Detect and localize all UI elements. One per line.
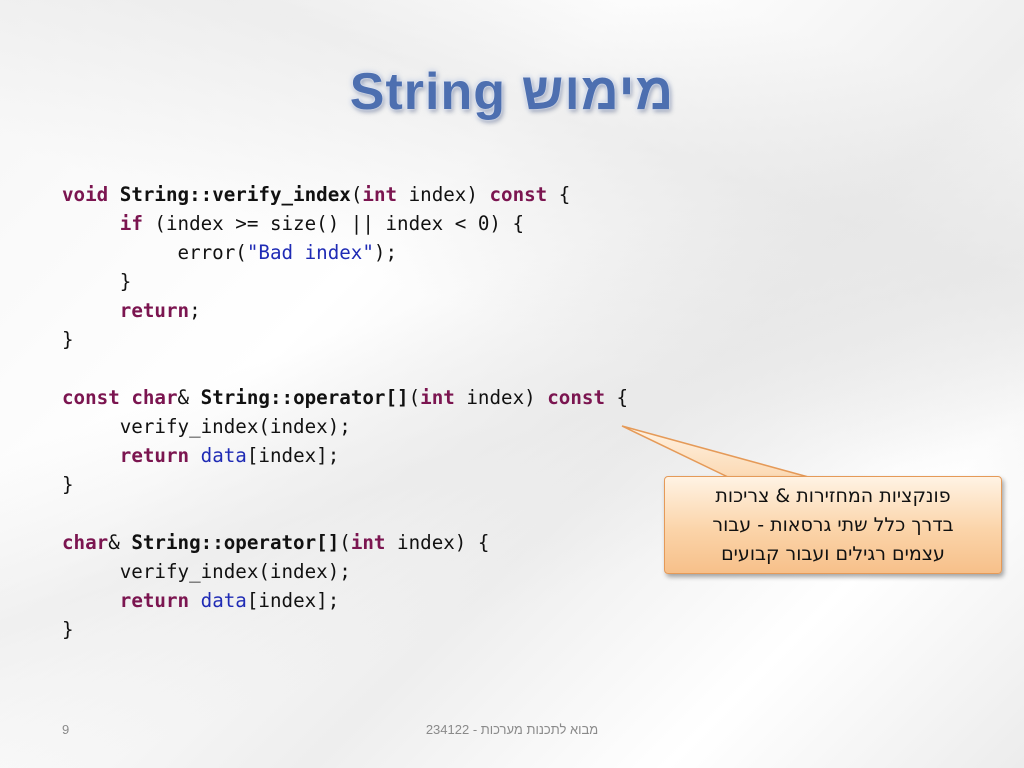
footer-course-title: מבוא לתכנות מערכות - 234122	[425, 722, 599, 737]
keyword: int	[362, 183, 398, 206]
code-line: }	[62, 328, 74, 351]
code-line: return data[index];	[62, 586, 628, 615]
code-text	[189, 444, 201, 467]
code-line: verify_index(index);	[62, 560, 351, 583]
code-text: &	[177, 386, 201, 409]
function-name: String::verify_index	[119, 183, 351, 206]
code-text: (	[339, 531, 351, 554]
code-line: }	[62, 473, 74, 496]
code-line: verify_index(index);	[62, 415, 351, 438]
callout-line: עצמים רגילים ועבור קבועים	[721, 543, 945, 565]
keyword: const	[62, 386, 120, 409]
slide-title: String מימוש	[349, 63, 675, 121]
code-text	[189, 589, 201, 612]
keyword: char	[131, 386, 178, 409]
function-name: String::operator[]	[131, 531, 340, 554]
member-name: data	[200, 444, 247, 467]
code-blank-line	[62, 354, 628, 383]
code-text: (	[408, 386, 421, 409]
function-name: String::operator[]	[200, 386, 409, 409]
code-text: {	[547, 183, 571, 206]
member-name: data	[200, 589, 247, 612]
code-line: const char& String::operator[](int index…	[62, 383, 628, 412]
code-indent	[62, 589, 120, 612]
keyword: if	[119, 212, 143, 235]
code-text: &	[108, 531, 132, 554]
keyword: int	[420, 386, 455, 409]
callout-line: פונקציות המחזירות & צריכות	[715, 485, 951, 507]
keyword: return	[119, 444, 190, 467]
code-text: {	[605, 386, 629, 409]
keyword: int	[350, 531, 386, 554]
code-line: char& String::operator[](int index) {	[62, 528, 628, 557]
code-text: ;	[189, 299, 201, 322]
keyword: char	[62, 531, 109, 554]
keyword: const	[547, 386, 605, 409]
code-text: );	[373, 241, 398, 264]
callout-note: פונקציות המחזירות & צריכות בדרך כלל שתי …	[664, 476, 1002, 574]
code-line: void String::verify_index(int index) con…	[62, 180, 628, 209]
code-text	[120, 386, 132, 409]
code-text: [index];	[246, 444, 340, 467]
code-text: (	[350, 183, 363, 206]
slide-number: 9	[62, 722, 70, 737]
code-text: [index];	[246, 589, 340, 612]
string-literal: "Bad index"	[246, 241, 374, 264]
code-line: error("Bad index");	[62, 238, 628, 267]
code-indent	[62, 444, 120, 467]
code-line: return data[index];	[62, 441, 628, 470]
keyword: const	[489, 183, 548, 206]
code-text: index)	[454, 386, 548, 409]
code-blank-line	[62, 499, 628, 528]
callout-line: בדרך כלל שתי גרסאות - עבור	[712, 514, 954, 536]
code-text: (index >= size() || index < 0) {	[142, 212, 525, 235]
code-block: void String::verify_index(int index) con…	[62, 180, 628, 644]
code-text: error(	[177, 241, 247, 264]
code-indent	[62, 212, 120, 235]
code-line: }	[62, 270, 132, 293]
keyword: void	[62, 183, 109, 206]
code-line: return;	[62, 296, 628, 325]
keyword: return	[119, 299, 190, 322]
code-indent	[62, 299, 120, 322]
code-text: index) {	[385, 531, 490, 554]
code-line: }	[62, 618, 74, 641]
keyword: return	[119, 589, 190, 612]
code-text: index)	[397, 183, 490, 206]
code-line: if (index >= size() || index < 0) {	[62, 209, 628, 238]
code-indent	[62, 241, 178, 264]
